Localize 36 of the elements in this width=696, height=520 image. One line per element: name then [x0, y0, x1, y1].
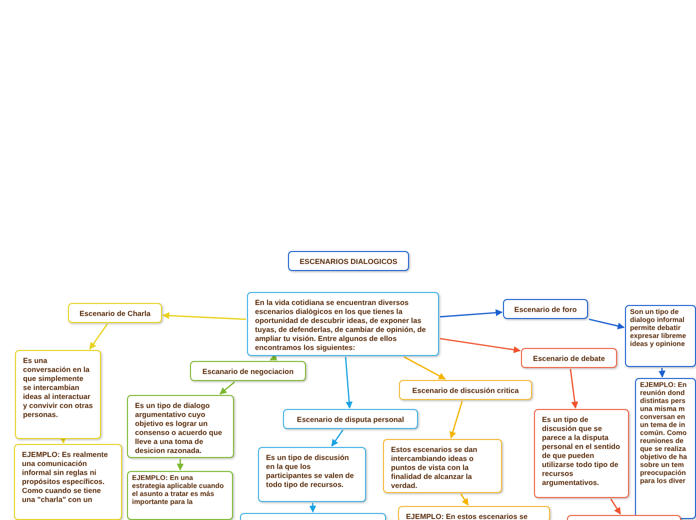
arrow — [610, 498, 621, 515]
topic-box — [68, 303, 162, 323]
arrow — [588, 318, 625, 330]
arrow — [331, 430, 344, 447]
arrow — [309, 502, 316, 513]
description-box — [15, 350, 101, 439]
topic-box — [503, 299, 588, 319]
arrow — [658, 368, 666, 378]
arrow — [176, 459, 184, 471]
topic-box — [247, 292, 439, 356]
description-box — [625, 305, 696, 367]
topic-box — [283, 409, 418, 429]
arrow — [570, 368, 578, 409]
arrow — [460, 494, 469, 506]
topic-box — [399, 380, 532, 400]
description-box — [534, 409, 629, 498]
arrow — [89, 324, 108, 350]
arrow — [162, 312, 246, 320]
description-box — [127, 395, 234, 458]
arrow — [440, 309, 503, 318]
description-box — [383, 439, 502, 493]
example-box — [398, 506, 550, 520]
example-box — [635, 378, 696, 519]
example-box — [14, 444, 122, 520]
arrow — [59, 436, 66, 444]
topic-box — [521, 348, 617, 368]
arrow — [219, 382, 236, 394]
title-box — [288, 251, 409, 271]
arrow — [344, 356, 353, 409]
description-box — [258, 447, 366, 502]
arrow — [449, 400, 463, 439]
arrow — [404, 356, 446, 380]
example-box — [127, 471, 233, 520]
arrow — [270, 354, 278, 361]
arrow — [440, 338, 521, 354]
topic-box — [190, 361, 306, 381]
